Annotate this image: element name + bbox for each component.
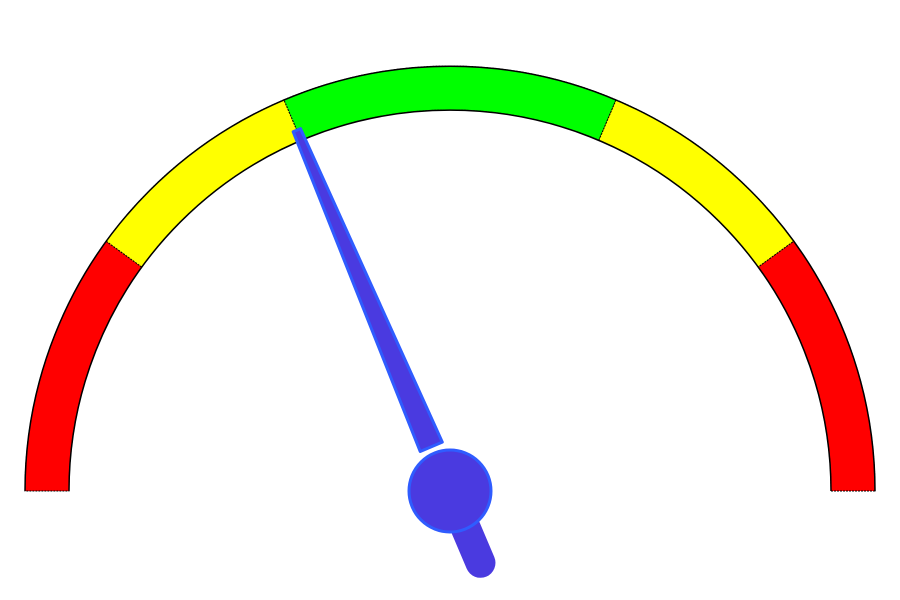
gauge-band-green <box>283 65 617 141</box>
gauge-band-yellow-low <box>105 99 302 268</box>
gauge-bands <box>24 65 876 492</box>
gauge-outer-outline <box>24 65 876 492</box>
gauge-band-yellow-high <box>598 99 795 268</box>
gauge-band-red-high <box>757 240 876 492</box>
gauge-needle-shaft <box>291 127 444 454</box>
gauge-band-red-low <box>24 240 143 492</box>
gauge-needle-hub <box>407 448 493 534</box>
gauge-needle <box>291 127 496 578</box>
gauge-inner-outline <box>68 109 832 492</box>
